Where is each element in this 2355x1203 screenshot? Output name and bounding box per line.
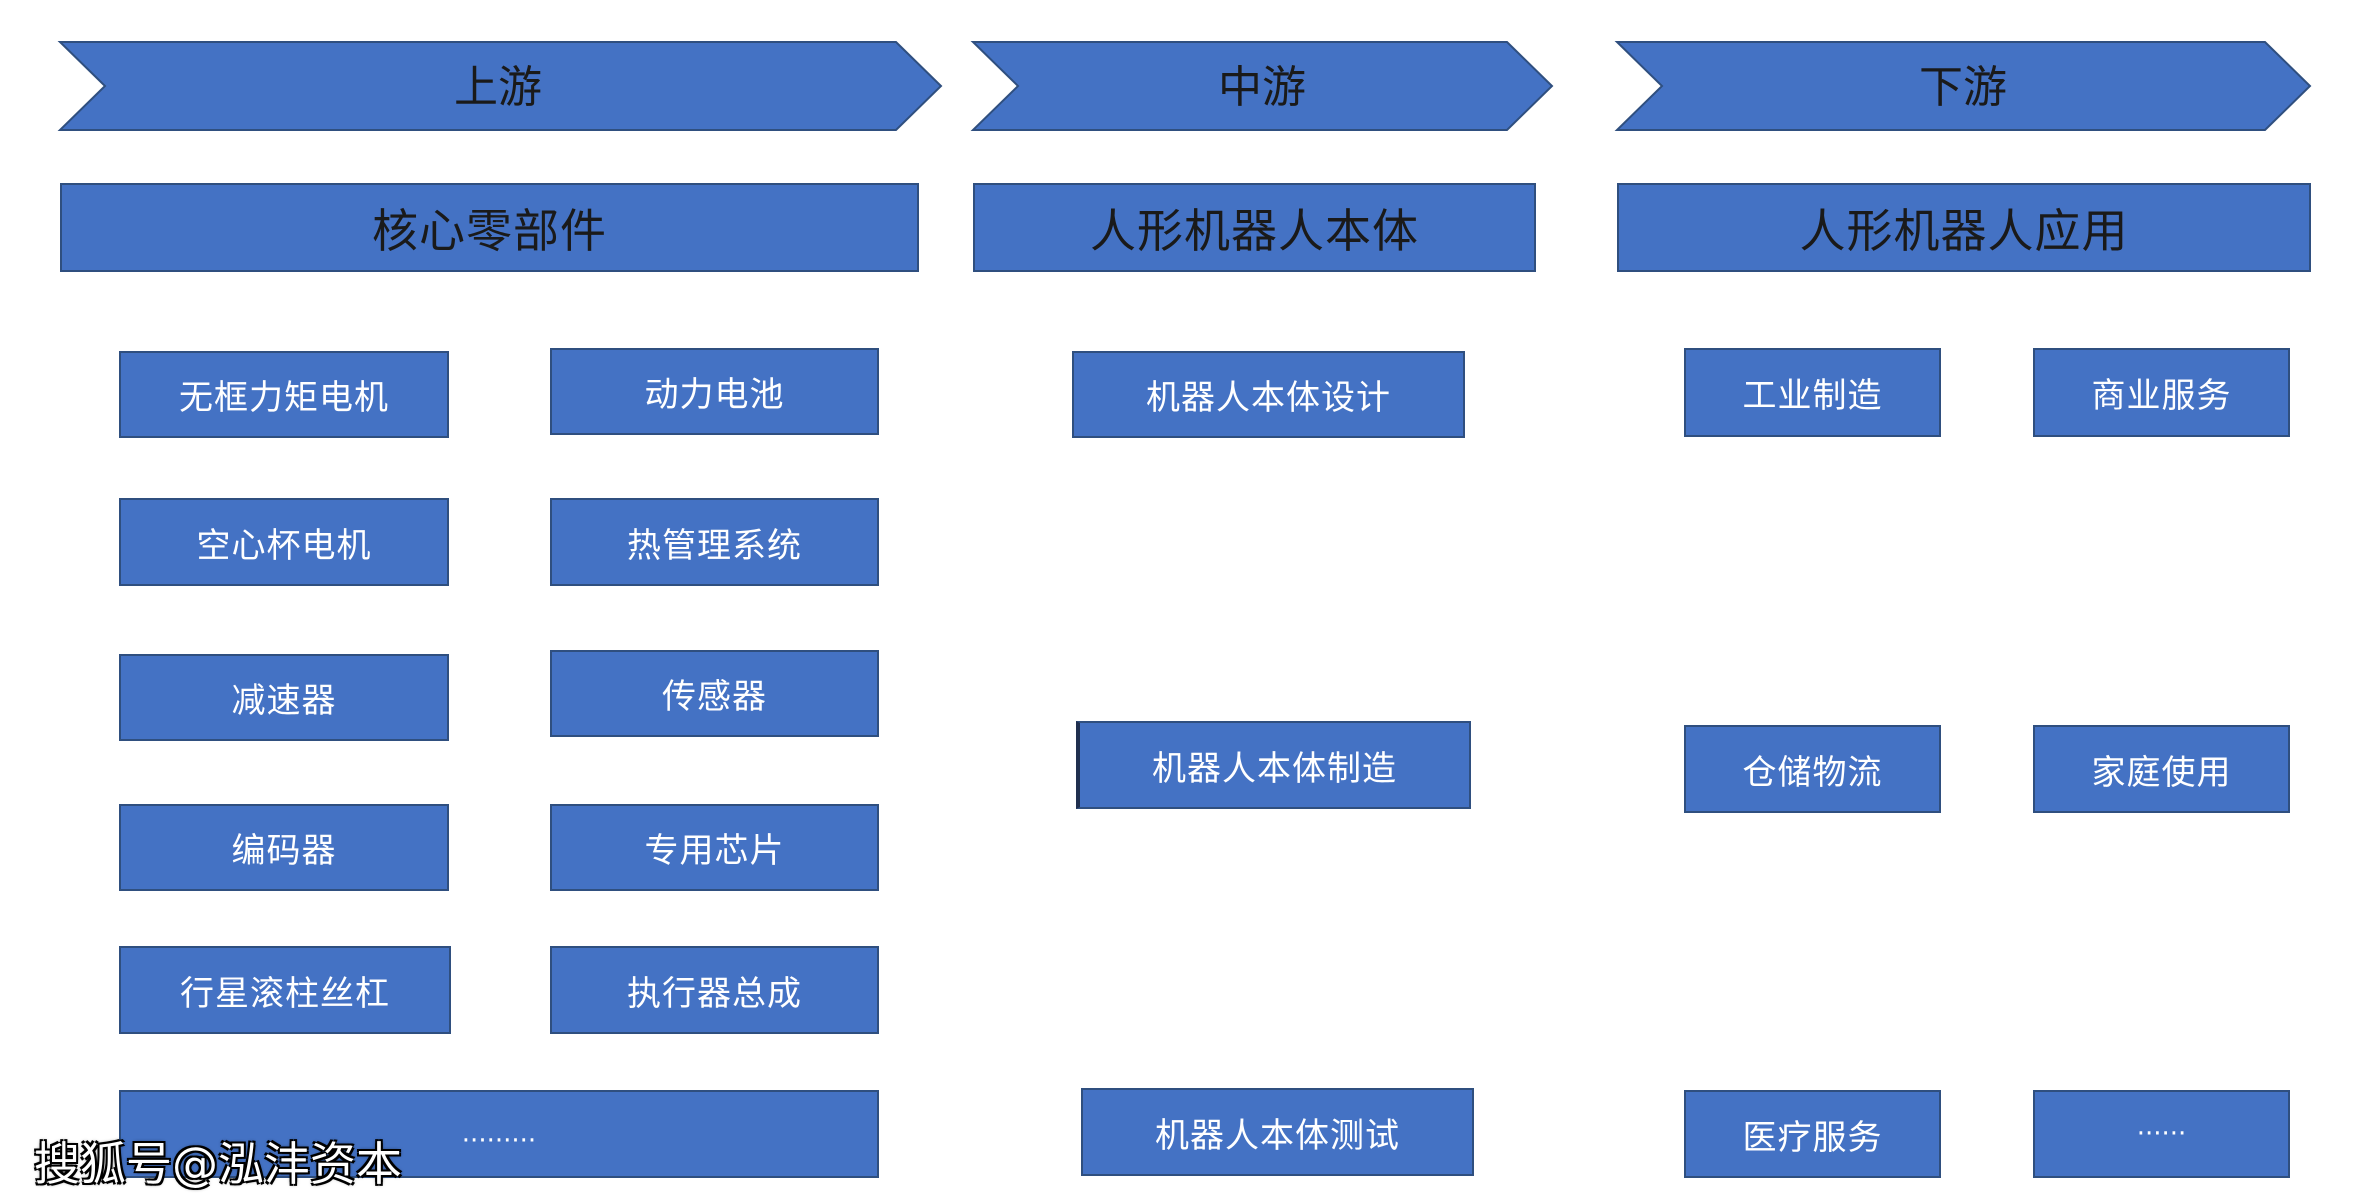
midstream-item-design: 机器人本体设计 — [1072, 351, 1465, 438]
downstream-item-logistics: 仓储物流 — [1684, 725, 1941, 813]
downstream-item-more: ······ — [2033, 1090, 2290, 1178]
upstream-item-power-battery: 动力电池 — [550, 348, 879, 435]
upstream-item-reducer: 减速器 — [119, 654, 449, 741]
upstream-item-actuator-assembly: 执行器总成 — [550, 946, 879, 1034]
downstream-item-household: 家庭使用 — [2033, 725, 2290, 813]
downstream-item-industrial: 工业制造 — [1684, 348, 1941, 437]
upstream-item-coreless-motor: 空心杯电机 — [119, 498, 449, 586]
upstream-item-planetary-roller-screw: 行星滚柱丝杠 — [119, 946, 451, 1034]
midstream-category: 人形机器人本体 — [973, 183, 1536, 272]
midstream-item-manufacturing: 机器人本体制造 — [1076, 721, 1471, 809]
upstream-item-frameless-motor: 无框力矩电机 — [119, 351, 449, 438]
midstream-item-testing: 机器人本体测试 — [1081, 1088, 1474, 1176]
midstream-chevron — [970, 41, 1554, 131]
upstream-item-encoder: 编码器 — [119, 804, 449, 891]
midstream-label: 中游 — [1218, 62, 1306, 113]
upstream-item-sensor: 传感器 — [550, 650, 879, 737]
upstream-item-thermal-management: 热管理系统 — [550, 498, 879, 586]
upstream-item-more: ········· — [119, 1090, 879, 1178]
downstream-item-medical: 医疗服务 — [1684, 1090, 1941, 1178]
downstream-category: 人形机器人应用 — [1617, 183, 2311, 272]
downstream-item-commercial: 商业服务 — [2033, 348, 2290, 437]
downstream-chevron — [1614, 41, 2312, 131]
watermark: 搜狐号@泓沣资本 — [34, 1137, 402, 1191]
upstream-item-dedicated-chip: 专用芯片 — [550, 804, 879, 891]
upstream-chevron — [57, 41, 943, 131]
upstream-category: 核心零部件 — [60, 183, 919, 272]
downstream-label: 下游 — [1919, 62, 2007, 113]
upstream-label: 上游 — [454, 62, 542, 113]
